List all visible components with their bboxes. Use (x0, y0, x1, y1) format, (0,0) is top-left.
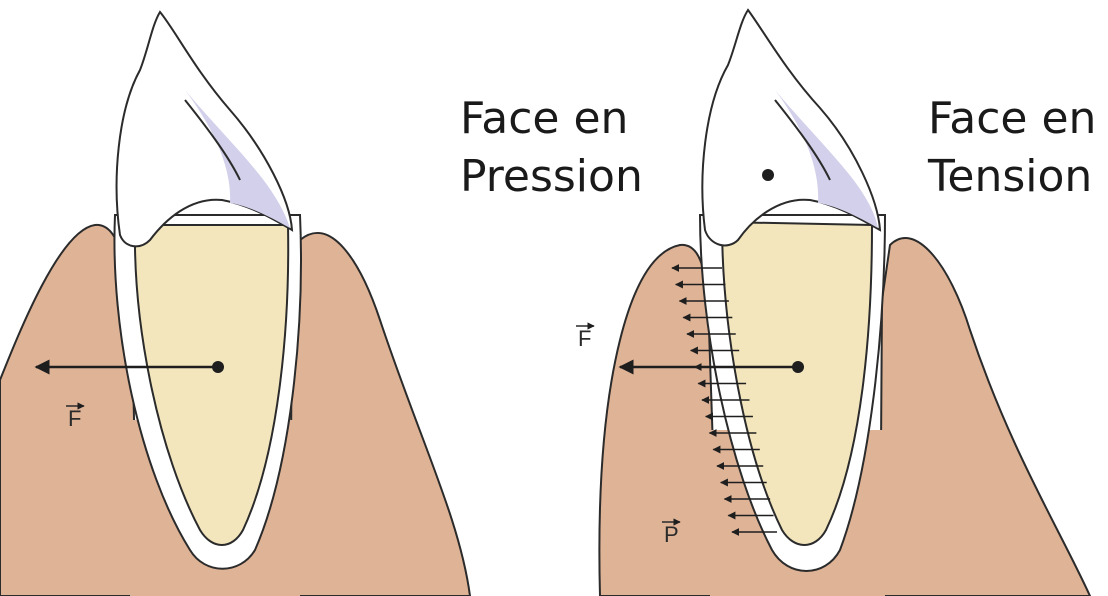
tension-side-line1: Face en (928, 90, 1096, 148)
right-center-point (792, 361, 804, 373)
right-rotation-center (762, 169, 774, 181)
pressure-side-label: Face en Pression (460, 90, 643, 206)
right-gum-right (880, 238, 1090, 596)
right-force-label: F (578, 326, 591, 351)
left-force-label: F (68, 406, 81, 431)
tension-side-line2: Tension (928, 148, 1096, 206)
pressure-side-line1: Face en (460, 90, 643, 148)
tension-side-label: Face en Tension (928, 90, 1096, 206)
left-gum-right (290, 233, 470, 596)
left-tooth-diagram: F (0, 12, 470, 596)
left-center-point (212, 361, 224, 373)
pressure-vector-label: P (664, 522, 679, 547)
pressure-side-line2: Pression (460, 148, 643, 206)
right-gum-left (599, 245, 718, 596)
